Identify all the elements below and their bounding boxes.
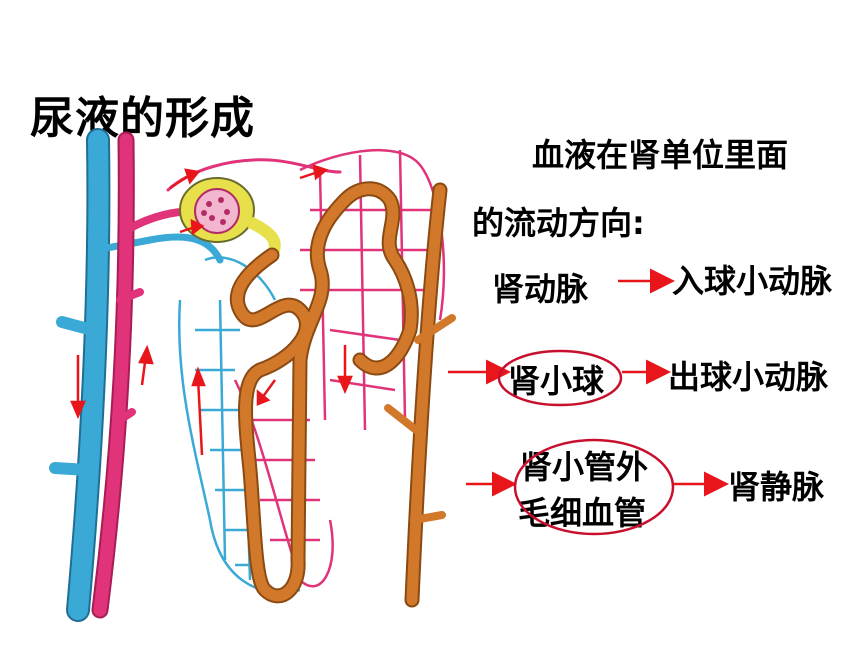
renal-tubule	[229, 181, 456, 608]
peritubular-label-line-2: 毛细血管	[518, 494, 647, 532]
vein-vessel	[49, 128, 224, 622]
page-title: 尿液的形成	[30, 93, 255, 144]
glomerulus-label: 肾小球	[508, 362, 605, 400]
glomerulus-highlight-ellipse	[497, 349, 623, 407]
description-line-1: 血液在肾单位里面	[532, 136, 789, 174]
illustration-arrows	[70, 164, 353, 456]
description-line-2: 的流动方向:	[472, 204, 645, 242]
efferent-arteriole-label: 出球小动脉	[668, 358, 829, 396]
renal-vein-label: 肾静脉	[728, 468, 825, 506]
renal-artery-label: 肾动脉	[492, 270, 589, 308]
afferent-arteriole-label: 入球小动脉	[672, 262, 833, 300]
peritubular-label-line-1: 肾小管外	[520, 448, 649, 486]
peritubular-highlight-ellipse	[513, 438, 675, 536]
